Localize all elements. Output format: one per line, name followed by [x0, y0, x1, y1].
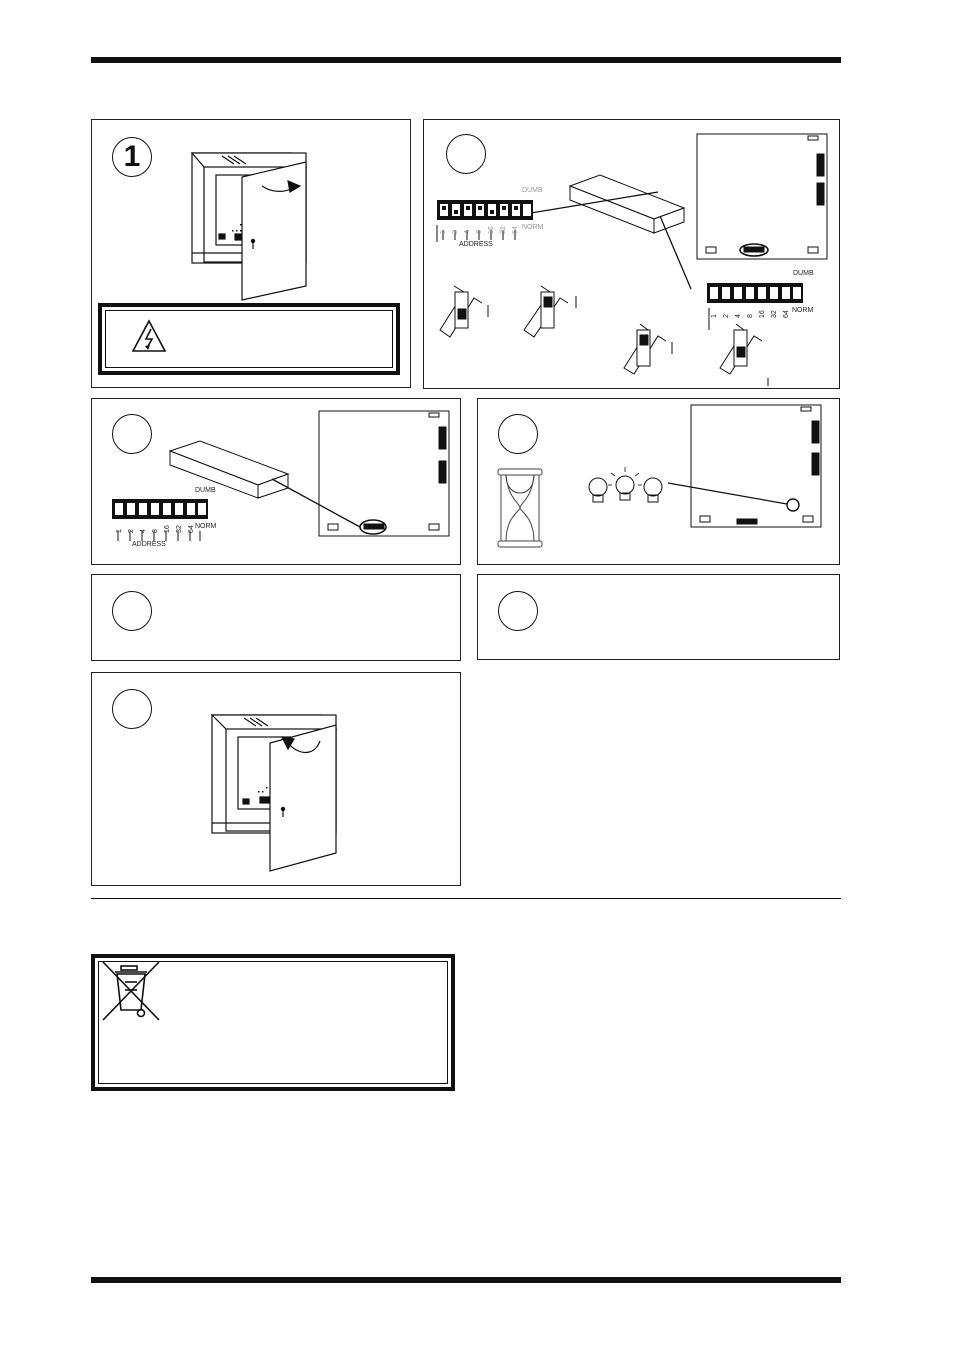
step-3-number — [112, 414, 152, 454]
dip-position-label: 4 — [464, 230, 471, 234]
dip-position-label: 4 — [140, 529, 147, 533]
dip-position-label: 8 — [476, 230, 483, 234]
dip-position-label: 8 — [152, 529, 159, 533]
dip-dumb-label-step3: DUMB — [195, 487, 216, 494]
crossed-out-wheelie-bin-icon — [102, 961, 160, 1021]
step-4-panel — [477, 398, 840, 565]
dip-position-label: 2 — [723, 314, 730, 318]
high-voltage-warning-icon — [132, 319, 167, 352]
step-5-panel — [91, 574, 461, 661]
dip-position-label: 16 — [488, 226, 495, 234]
dip-norm-label-right: NORM — [792, 307, 814, 314]
step-3-panel: DUMB NORM ADDRESS 1 2 4 8 16 32 64 — [91, 398, 461, 565]
dip-location-illustration — [112, 410, 450, 541]
dip-dumb-label-right: DUMB — [793, 270, 814, 277]
dip-position-label: 64 — [188, 525, 195, 533]
step-2-number — [446, 134, 486, 174]
step-5-number — [112, 591, 152, 631]
dip-position-label: 2 — [128, 529, 135, 533]
open-cabinet-illustration — [190, 152, 308, 301]
step-7-panel — [91, 672, 461, 886]
dip-dumb-label: DUMB — [522, 187, 543, 194]
dip-position-label: 1 — [116, 529, 123, 533]
hourglass-icon — [497, 468, 543, 548]
step-1-panel: 1 — [91, 119, 411, 388]
step-4-number — [498, 414, 538, 454]
section-divider — [91, 898, 841, 899]
dip-position-label: 64 — [512, 226, 519, 234]
top-rule — [91, 57, 841, 63]
dip-position-label: 8 — [747, 314, 754, 318]
step-1-number: 1 — [112, 137, 152, 177]
dip-position-label: 2 — [452, 230, 459, 234]
dip-position-label: 64 — [783, 310, 790, 318]
step-6-panel — [477, 574, 840, 660]
dip-position-label: 16 — [164, 525, 171, 533]
bottom-rule — [91, 1277, 841, 1283]
step-7-number — [112, 689, 152, 729]
dip-position-label: 32 — [500, 226, 507, 234]
warning-box — [98, 303, 400, 375]
dip-position-label: 32 — [771, 310, 778, 318]
close-cabinet-illustration — [210, 714, 338, 872]
dip-norm-label: NORM — [522, 224, 544, 231]
step-2-panel: DUMB NORM ADDRESS DUMB NORM 1 2 4 8 16 32 64 1 2… — [423, 119, 840, 389]
dip-position-label: 1 — [440, 230, 447, 234]
dip-address-label-step3: ADDRESS — [132, 541, 166, 548]
dip-switch-setting-illustration — [436, 133, 828, 386]
dip-position-label: 1 — [711, 314, 718, 318]
dip-position-label: 4 — [735, 314, 742, 318]
dip-address-label: ADDRESS — [459, 241, 493, 248]
dip-norm-label-step3: NORM — [195, 523, 217, 530]
dip-position-label: 16 — [759, 310, 766, 318]
step-6-number — [498, 591, 538, 631]
weee-notice-box — [91, 954, 455, 1091]
dip-position-label: 32 — [176, 525, 183, 533]
led-indicator-illustration — [497, 404, 822, 548]
